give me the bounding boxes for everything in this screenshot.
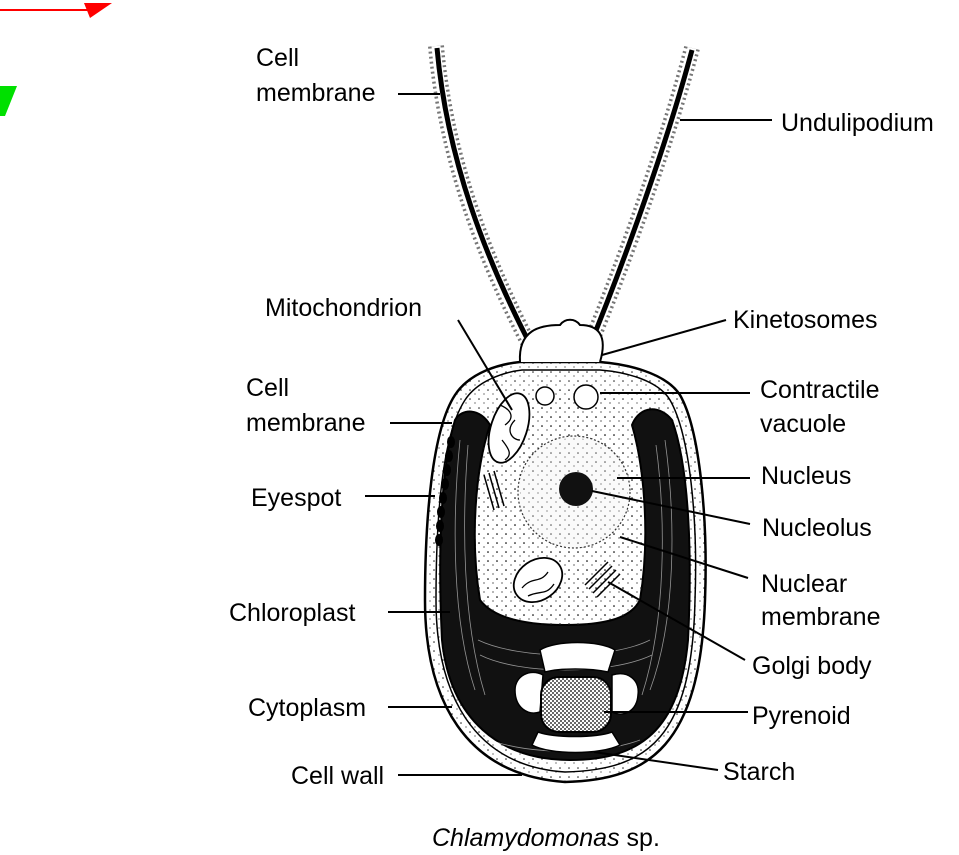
contractile-vacuole-right	[573, 384, 599, 410]
undulipodium-right	[580, 45, 700, 354]
label-nucleus: Nucleus	[761, 462, 851, 490]
contractile-vacuole-left	[535, 386, 555, 406]
label-chloroplast: Chloroplast	[229, 599, 356, 627]
label-cell-wall: Cell wall	[291, 762, 384, 790]
label-undulipodium: Undulipodium	[781, 109, 934, 137]
caption-suffix: sp.	[620, 824, 660, 852]
red-arrow-marker	[0, 3, 112, 18]
label-starch: Starch	[723, 758, 795, 786]
label-cytoplasm: Cytoplasm	[248, 694, 366, 722]
eyespot	[435, 436, 455, 546]
papilla	[518, 318, 604, 363]
golgi-body	[584, 561, 621, 598]
undulipodium-left	[428, 45, 540, 354]
mitochondrion	[487, 392, 531, 464]
golgi-body-upper	[483, 470, 505, 511]
label-golgi-body: Golgi body	[752, 652, 872, 680]
mitochondrion-2	[512, 556, 564, 604]
pyrenoid	[540, 676, 612, 733]
label-pyrenoid: Pyrenoid	[752, 702, 851, 730]
starch-plates	[514, 641, 639, 754]
label-kinetosomes: Kinetosomes	[733, 306, 878, 334]
green-marker	[0, 86, 17, 116]
label-eyespot: Eyespot	[251, 484, 341, 512]
label-mitochondrion: Mitochondrion	[265, 294, 422, 322]
label-nucleolus: Nucleolus	[762, 514, 872, 542]
caption: Chlamydomonas sp.	[432, 824, 660, 852]
nucleolus	[559, 472, 593, 506]
leader-lines	[365, 93, 772, 776]
caption-species: Chlamydomonas	[432, 824, 620, 852]
